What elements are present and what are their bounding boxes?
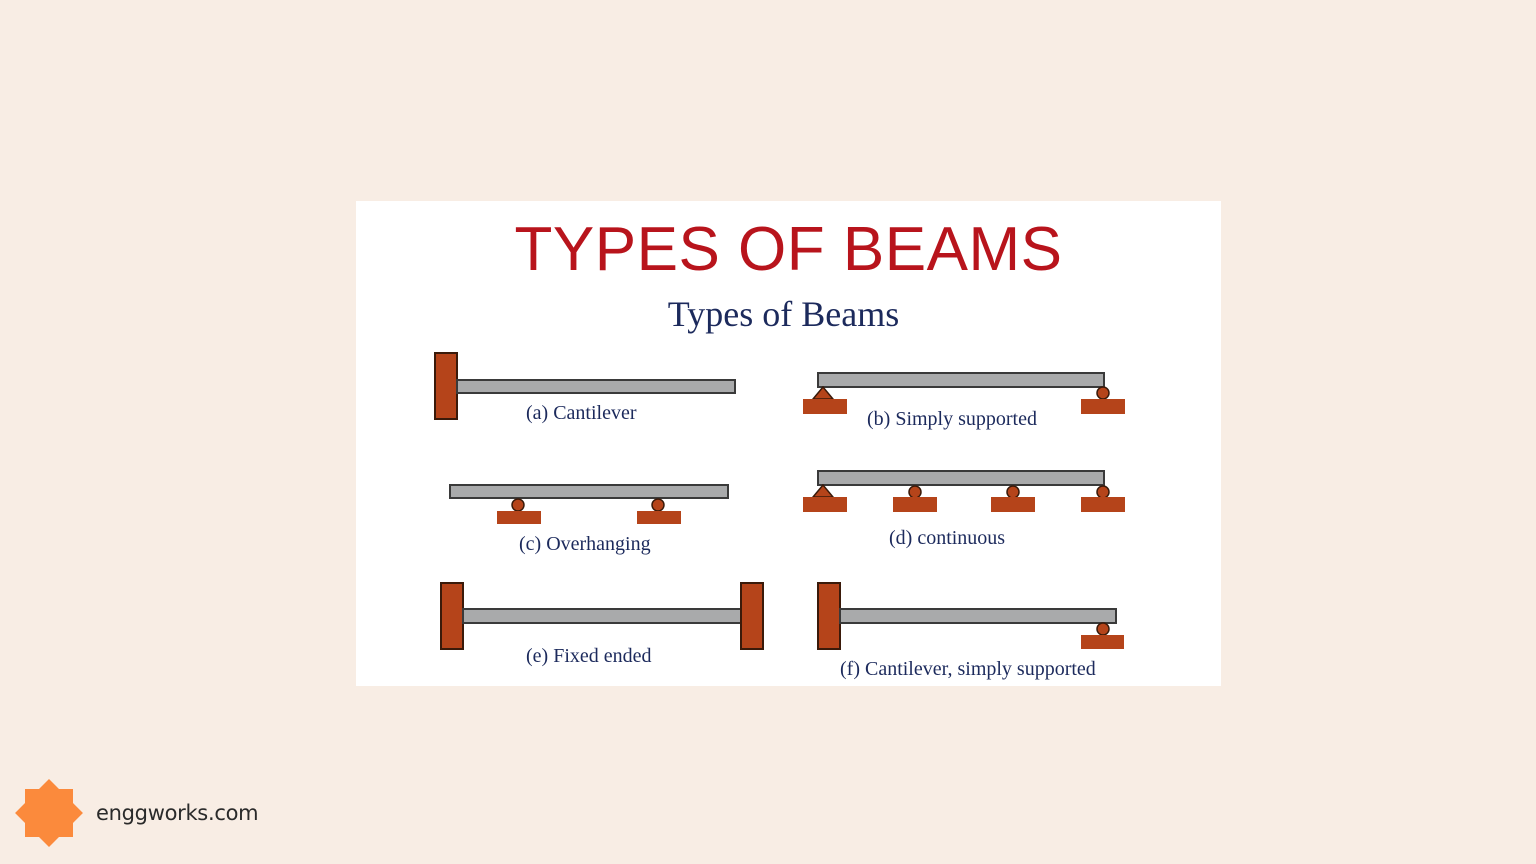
beam-bar — [817, 372, 1105, 388]
label-cantilever-simply-supported: (f) Cantilever, simply supported — [840, 658, 1096, 680]
roller-support — [1006, 485, 1020, 499]
beam-bar — [456, 379, 736, 394]
pin-support — [811, 483, 835, 498]
beam-bar — [462, 608, 742, 624]
card-title: TYPES OF BEAMS — [514, 215, 1063, 284]
support-base — [991, 497, 1035, 512]
support-base — [1081, 399, 1125, 414]
roller-support — [908, 485, 922, 499]
roller-support — [1096, 622, 1110, 636]
overhanging-beam: (c) Overhanging — [449, 484, 729, 555]
label-simply-supported: (b) Simply supported — [867, 408, 1037, 430]
beam-bar — [817, 470, 1105, 486]
support-base — [1081, 497, 1125, 512]
fixed-wall — [440, 582, 464, 650]
eight-point-star-icon — [15, 779, 83, 847]
support-base — [637, 511, 681, 524]
roller-support — [1096, 485, 1110, 499]
fixed-wall — [817, 582, 841, 650]
propped-cantilever-beam: (f) Cantilever, simply supported — [817, 582, 1124, 680]
footer-brand: enggworks.com — [14, 778, 259, 848]
simply-supported-beam: (b) Simply supported — [803, 372, 1125, 430]
roller-support — [1096, 386, 1110, 400]
fixed-wall — [434, 352, 458, 420]
pin-support — [811, 385, 835, 400]
label-fixed-ended: (e) Fixed ended — [526, 645, 652, 667]
label-cantilever: (a) Cantilever — [526, 402, 637, 424]
label-continuous: (d) continuous — [889, 527, 1005, 549]
card-subtitle: Types of Beams — [667, 294, 900, 334]
fixed-ended-beam: (e) Fixed ended — [440, 582, 764, 667]
roller-support — [511, 498, 525, 512]
support-base — [497, 511, 541, 524]
beam-types-diagram: (a) Cantilever (b) Simply supported (c) … — [434, 352, 1125, 680]
support-base — [1081, 635, 1124, 649]
label-overhanging: (c) Overhanging — [519, 533, 651, 555]
support-base — [803, 399, 847, 414]
roller-support — [651, 498, 665, 512]
fixed-wall — [740, 582, 764, 650]
beam-bar — [839, 608, 1117, 624]
diagram-card: TYPES OF BEAMS Types of Beams (a) Cantil… — [356, 201, 1221, 686]
support-base — [803, 497, 847, 512]
beam-bar — [449, 484, 729, 499]
continuous-beam: (d) continuous — [803, 470, 1125, 549]
support-base — [893, 497, 937, 512]
cantilever-beam: (a) Cantilever — [434, 352, 736, 424]
brand-text: enggworks.com — [96, 801, 259, 825]
